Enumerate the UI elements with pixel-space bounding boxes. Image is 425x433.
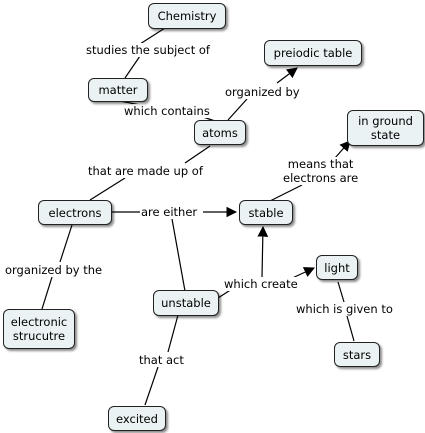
node-electronic-structure[interactable]: electronic strucutre bbox=[3, 309, 75, 349]
line-electrons-to-label3 bbox=[59, 224, 73, 263]
label-given-to: which is given to bbox=[295, 302, 394, 316]
line-label-to-stars bbox=[346, 315, 355, 342]
label-are-either: are either bbox=[140, 205, 199, 219]
node-unstable[interactable]: unstable bbox=[153, 290, 219, 316]
node-excited[interactable]: excited bbox=[108, 406, 166, 431]
line-atoms-to-label2 bbox=[184, 145, 211, 164]
label-which-contains: which contains bbox=[123, 104, 211, 118]
line-atoms-to-label bbox=[227, 98, 248, 121]
line-label-to-stable-up bbox=[257, 225, 269, 278]
node-ground-state[interactable]: in ground state bbox=[347, 110, 424, 146]
line-chemistry-to-label bbox=[139, 27, 166, 45]
label-which-create: which create bbox=[223, 277, 299, 291]
node-matter[interactable]: matter bbox=[88, 78, 148, 102]
line-label-to-matter bbox=[124, 55, 141, 79]
label-studies-subject-of: studies the subject of bbox=[85, 43, 211, 57]
node-stable[interactable]: stable bbox=[239, 200, 293, 225]
line-stable-to-label bbox=[269, 184, 303, 202]
label-means-that: means that electrons are bbox=[282, 157, 360, 185]
node-electrons[interactable]: electrons bbox=[38, 200, 112, 225]
label-organized-by-the: organized by the bbox=[4, 263, 104, 277]
label-made-up-of: that are made up of bbox=[87, 164, 204, 178]
label-organized-by: organized by bbox=[224, 85, 301, 99]
node-stars[interactable]: stars bbox=[334, 342, 380, 367]
label-that-act: that act bbox=[138, 353, 185, 367]
line-label-to-unstable bbox=[171, 218, 186, 292]
node-atoms[interactable]: atoms bbox=[194, 120, 246, 145]
line-light-to-label bbox=[337, 281, 345, 303]
line-label2-to-electrons bbox=[89, 177, 126, 201]
line-label-to-periodic bbox=[276, 67, 298, 84]
node-chemistry[interactable]: Chemistry bbox=[148, 3, 226, 29]
node-periodic-table[interactable]: preiodic table bbox=[264, 40, 362, 66]
node-light[interactable]: light bbox=[316, 255, 358, 280]
line-label4-to-excited bbox=[144, 366, 159, 406]
line-unstable-to-label4 bbox=[167, 314, 179, 353]
line-label3-to-structure bbox=[41, 276, 53, 310]
